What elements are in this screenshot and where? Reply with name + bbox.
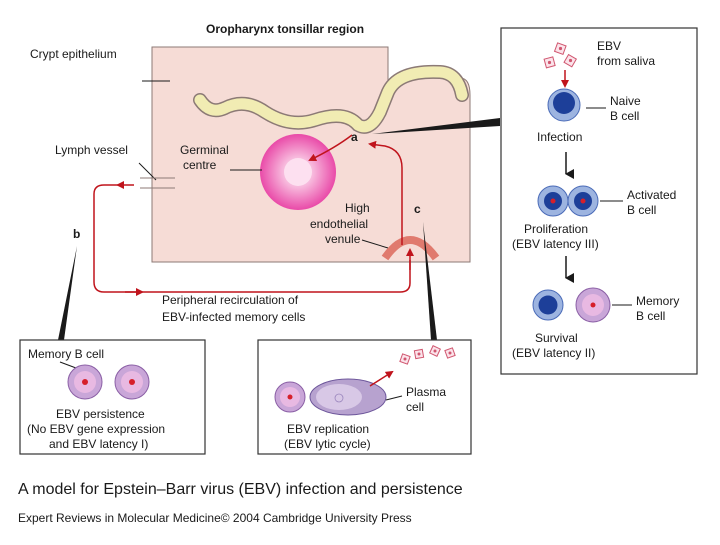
panel-c-line-1: EBV replication [287, 422, 369, 436]
ebv-label-1: EBV [597, 39, 621, 53]
ebv-label-2: from saliva [597, 54, 655, 68]
panel-b-persistence [19, 339, 206, 455]
plasma-label-1: Plasma [406, 385, 446, 399]
diagram-title: Oropharynx tonsillar region [206, 22, 364, 36]
proliferation-label-1: Proliferation [524, 222, 588, 236]
crypt-epithelium-label: Crypt epithelium [30, 47, 117, 61]
germinal-centre-label-1: Germinal [180, 143, 229, 157]
panel-b-line-3: and EBV latency I) [49, 437, 148, 451]
virion-release-arrow [369, 370, 394, 387]
lymph-vessel-leader [138, 162, 157, 181]
plasma-label-2: cell [406, 400, 424, 414]
germinal-centre-core [284, 158, 312, 186]
marker-b-pointer [58, 246, 77, 340]
recirculation-label-1: Peripheral recirculation of [162, 293, 299, 307]
proliferation-label-2: (EBV latency III) [512, 237, 599, 251]
panel-b-leader [59, 361, 77, 369]
marker-c-pointer [423, 222, 437, 340]
figure-caption: A model for Epstein–Barr virus (EBV) inf… [18, 481, 463, 498]
naive-b-cell [547, 88, 581, 122]
memory-label-1: Memory [636, 294, 679, 308]
survival-label-2: (EBV latency II) [512, 346, 595, 360]
hev-label-2: endothelial [310, 217, 368, 231]
crypt-epithelium-band [194, 66, 468, 133]
infection-label: Infection [537, 130, 582, 144]
survival-cells [532, 287, 611, 323]
marker-a-pointer [372, 118, 500, 134]
marker-a: a [351, 130, 358, 144]
memory-b-cell-lytic [274, 381, 306, 413]
figure-credit: Expert Reviews in Molecular Medicine© 20… [18, 511, 412, 525]
ebv-particles-saliva [543, 42, 578, 69]
naive-label-2: B cell [610, 109, 639, 123]
marker-b: b [73, 227, 80, 241]
activated-b-cells [537, 185, 599, 217]
naive-label-1: Naive [610, 94, 641, 108]
hev-leader [361, 239, 389, 249]
recirculation-path-base [93, 184, 411, 293]
activated-label-1: Activated [627, 188, 676, 202]
high-endothelial-venule [381, 236, 440, 261]
survival-label-1: Survival [535, 331, 578, 345]
marker-c: c [414, 202, 421, 216]
released-virions [399, 345, 456, 365]
panel-c-line-2: (EBV lytic cycle) [284, 437, 371, 451]
panel-b-title: Memory B cell [28, 347, 104, 361]
hev-to-epithelium-arrow [368, 140, 403, 245]
lymph-vessel-label: Lymph vessel [55, 143, 128, 157]
hev-label-1: High [345, 201, 370, 215]
panel-b-line-1: EBV persistence [56, 407, 145, 421]
panel-b-line-2: (No EBV gene expression [27, 422, 165, 436]
memory-b-cells-persistence [67, 364, 150, 400]
germinal-centre-label-2: centre [183, 158, 217, 172]
plasma-cell [309, 378, 387, 416]
hev-label-3: venule [325, 232, 361, 246]
memory-label-2: B cell [636, 309, 665, 323]
recirculation-label-2: EBV-infected memory cells [162, 310, 305, 324]
epithelium-to-gc-arrow [308, 134, 353, 162]
activated-label-2: B cell [627, 203, 656, 217]
plasma-leader [385, 395, 403, 401]
